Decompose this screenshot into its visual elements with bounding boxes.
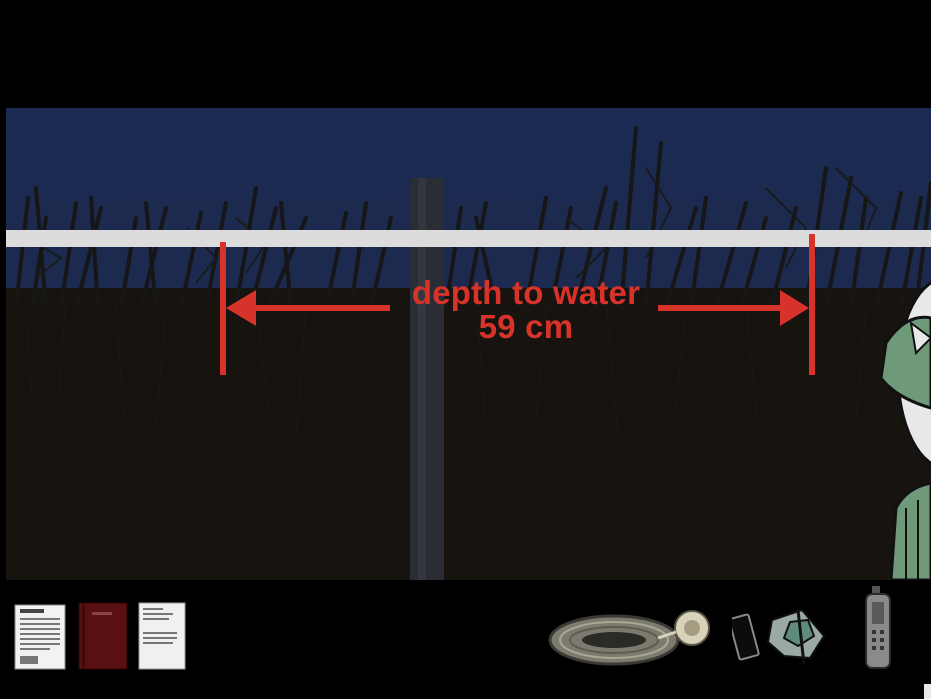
depth-label-title: depth to water [411, 274, 641, 311]
scene-graphics [6, 126, 931, 580]
character-figure [879, 281, 931, 580]
depth-value: 59 cm [478, 308, 574, 345]
field-notebook-icon[interactable] [78, 602, 128, 670]
depth-measurement-arrow [220, 234, 815, 375]
water-level-meter-icon[interactable] [862, 586, 896, 670]
measuring-tape-coil-icon[interactable] [548, 608, 714, 668]
left-arrowhead [226, 290, 256, 326]
right-arrow-shaft [658, 305, 788, 311]
right-marker [809, 234, 815, 375]
soil-layer [6, 288, 931, 580]
corner-marker [924, 684, 931, 699]
soil-texture [25, 297, 867, 439]
inventory-toolbar [0, 580, 931, 699]
left-marker [220, 242, 226, 375]
phone-and-tools-icon[interactable] [728, 606, 830, 668]
reed-grass [14, 126, 931, 310]
left-arrow-shaft [246, 305, 390, 311]
water-surface-bar [6, 230, 931, 247]
right-arrowhead [780, 290, 809, 326]
instructions-sheet-icon[interactable] [138, 602, 186, 670]
wetland-scene: depth to water 59 cm [6, 108, 931, 580]
depth-to-water-label: depth to water 59 cm [366, 276, 686, 344]
data-sheet-icon[interactable] [14, 604, 66, 670]
